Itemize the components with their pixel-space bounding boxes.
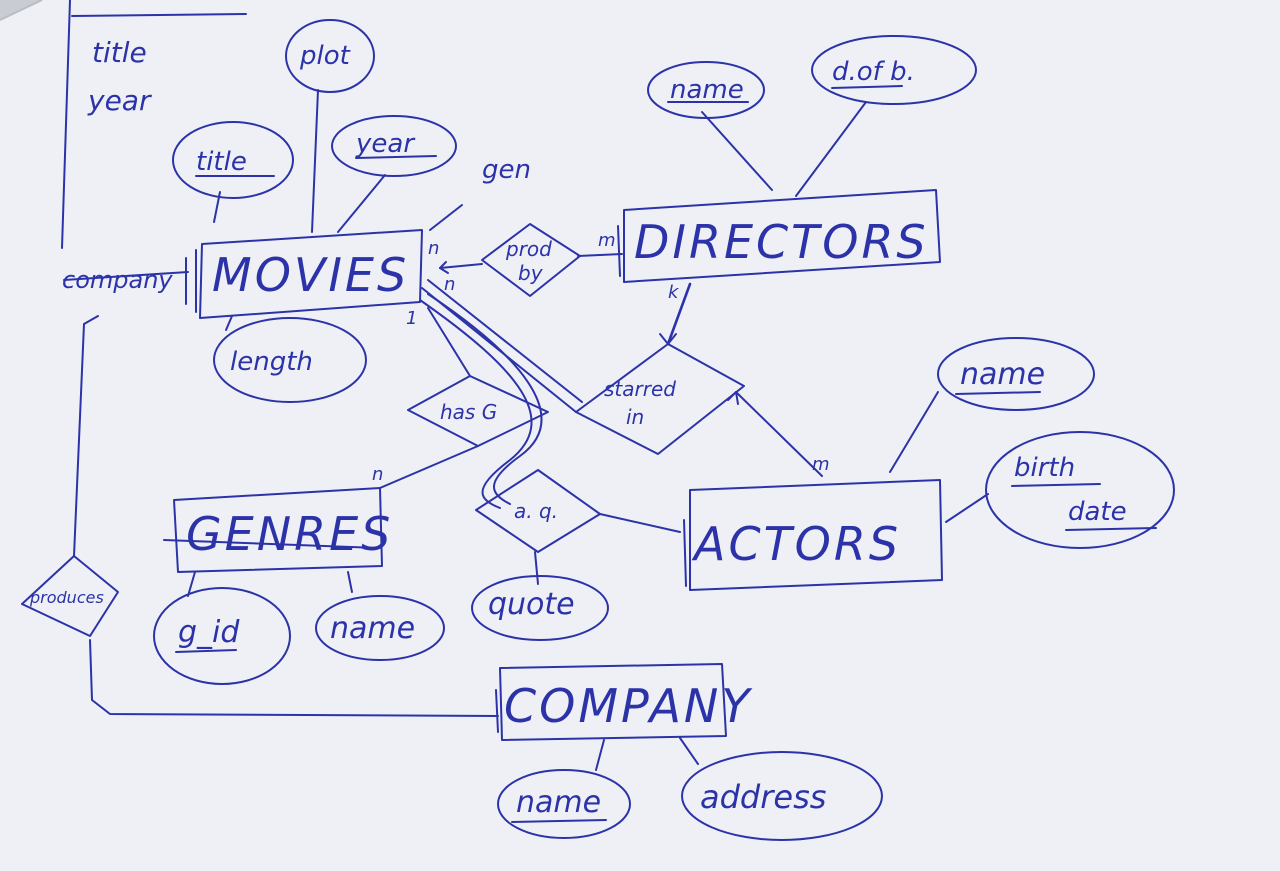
attribute-movies-company: company bbox=[62, 266, 189, 294]
attribute-aq-quote: quote bbox=[471, 575, 609, 641]
attribute-actors-name: name bbox=[937, 337, 1095, 411]
attribute-company-name: name bbox=[497, 769, 631, 839]
entity-actors: ACTORS bbox=[683, 479, 943, 591]
attribute-movies-length: length bbox=[213, 317, 367, 403]
entity-directors: DIRECTORS bbox=[617, 189, 941, 283]
attribute-movies-plot: plot bbox=[285, 19, 375, 93]
attribute-company-name-label: name bbox=[516, 785, 601, 820]
attribute-genres-name-label: name bbox=[330, 611, 415, 646]
cardinality-actors-starred-m: m bbox=[812, 454, 830, 475]
attribute-genres-gid-label: g_id bbox=[178, 615, 240, 650]
relationship-prod-by: prod by bbox=[481, 223, 581, 297]
cardinality-directors-prod-m: m bbox=[598, 230, 616, 251]
entity-actors-label: ACTORS bbox=[691, 517, 901, 571]
attribute-company-address: address bbox=[681, 751, 883, 841]
cardinality-labels: n n m 1 k m n bbox=[372, 230, 830, 485]
attribute-directors-dob: d.of b. bbox=[811, 35, 977, 105]
relationship-starred-in-line2: in bbox=[626, 405, 644, 429]
cardinality-movies-starred-1: 1 bbox=[406, 308, 417, 329]
attribute-directors-dob-label: d.of b. bbox=[832, 57, 915, 87]
entity-directors-label: DIRECTORS bbox=[634, 215, 929, 269]
attribute-actors-name-label: name bbox=[960, 357, 1045, 392]
relationship-produces-label: produces bbox=[29, 588, 104, 607]
attribute-company-address-label: address bbox=[700, 778, 826, 816]
relationship-starred-in: starred in bbox=[575, 343, 745, 455]
note-item-year: year bbox=[87, 84, 152, 117]
relationship-a-q: a. q. bbox=[475, 469, 601, 553]
attribute-aq-quote-label: quote bbox=[488, 587, 575, 622]
cardinality-movies-prod-n1: n bbox=[428, 238, 439, 259]
relationship-has-g-label: has G bbox=[440, 400, 497, 424]
entity-genres-label: GENRES bbox=[186, 507, 393, 561]
note-item-title: title bbox=[92, 36, 147, 69]
relationship-has-g: has G bbox=[407, 375, 549, 447]
relationship-produces: produces bbox=[21, 555, 119, 637]
attribute-movies-plot-label: plot bbox=[299, 41, 351, 71]
attribute-movies-year-label: year bbox=[355, 129, 416, 159]
attribute-genres-gid: g_id bbox=[153, 587, 291, 685]
attribute-actors-birth-date-line2: date bbox=[1068, 497, 1127, 527]
cardinality-movies-prod-n2: n bbox=[444, 274, 455, 295]
attribute-genres-name: name bbox=[315, 595, 445, 661]
relationship-starred-in-line1: starred bbox=[604, 377, 676, 401]
relationship-a-q-label: a. q. bbox=[514, 499, 558, 523]
attribute-movies-company-label: company bbox=[62, 266, 173, 294]
cardinality-directors-starred: k bbox=[668, 282, 680, 303]
paper-edge-shadow bbox=[0, 0, 43, 21]
entity-company: COMPANY bbox=[495, 663, 753, 741]
attribute-movies-year: year bbox=[331, 115, 457, 177]
attribute-movies-gen: gen bbox=[482, 155, 531, 185]
attribute-movies-title: title bbox=[172, 121, 294, 199]
attribute-directors-name: name bbox=[647, 61, 765, 119]
notes-box: title year bbox=[61, 0, 247, 249]
entity-genres: GENRES bbox=[163, 487, 393, 573]
relationship-prod-by-line2: by bbox=[518, 261, 544, 285]
entity-company-label: COMPANY bbox=[504, 679, 753, 733]
attribute-movies-length-label: length bbox=[230, 347, 313, 377]
relationship-prod-by-line1: prod bbox=[505, 237, 552, 261]
attribute-actors-birth-date-line1: birth bbox=[1014, 453, 1075, 483]
entity-movies-label: MOVIES bbox=[212, 248, 409, 302]
attribute-movies-title-label: title bbox=[196, 147, 247, 177]
attribute-actors-birth-date: birth date bbox=[985, 431, 1175, 549]
cardinality-genres-has-n: n bbox=[372, 464, 383, 485]
attribute-movies-gen-label: gen bbox=[482, 155, 531, 185]
entity-movies: MOVIES bbox=[195, 229, 423, 319]
attribute-directors-name-label: name bbox=[670, 75, 744, 105]
